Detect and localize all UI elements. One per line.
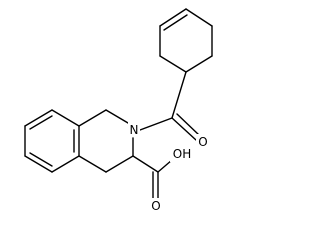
bond xyxy=(105,109,129,124)
acid-carbonyl-oxygen-mask xyxy=(149,198,163,212)
acid-carbonyl-oxygen-label: O xyxy=(151,199,160,213)
bond xyxy=(171,117,197,141)
bond xyxy=(78,155,107,173)
bond xyxy=(176,113,200,136)
bond xyxy=(159,8,187,27)
bond xyxy=(24,109,53,127)
bond xyxy=(185,8,213,27)
bond xyxy=(29,115,53,130)
bond xyxy=(29,152,53,167)
bond xyxy=(185,55,213,73)
bond xyxy=(159,55,187,73)
bond xyxy=(132,155,159,173)
nitrogen-mask xyxy=(128,122,140,136)
acid-hydroxyl-mask xyxy=(170,146,194,162)
carbonyl-oxygen-label: O xyxy=(198,135,207,149)
nitrogen-label: N xyxy=(130,123,139,137)
bond xyxy=(171,71,187,119)
bond xyxy=(78,109,107,127)
bond xyxy=(51,155,80,173)
bond xyxy=(51,109,80,127)
bond xyxy=(157,159,173,173)
bond xyxy=(24,155,53,173)
carbonyl-oxygen-mask xyxy=(196,134,210,148)
bond xyxy=(163,14,188,31)
bond xyxy=(105,155,134,173)
acid-hydroxyl-label: OH xyxy=(173,147,191,161)
bond xyxy=(139,117,173,131)
structure-drawing: N O OH O xyxy=(24,8,213,213)
